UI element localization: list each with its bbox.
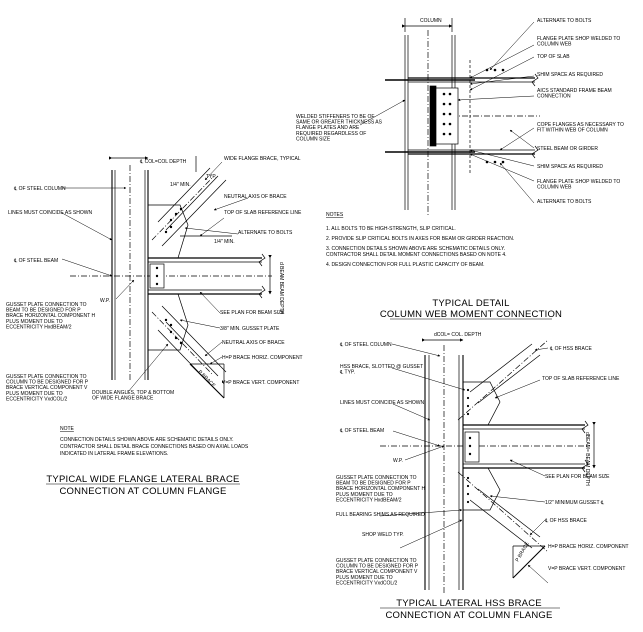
wf-note-1: CONNECTION DETAILS SHOWN ABOVE ARE SCHEM… xyxy=(60,437,233,443)
web-bolt-grid xyxy=(442,68,505,164)
wf-label-top-slab: TOP OF SLAB REFERENCE LINE xyxy=(224,210,302,216)
web-moment-detail xyxy=(385,18,540,215)
wf-label-cl-beam: ℄ OF STEEL BEAM xyxy=(13,258,58,264)
wf-note-2: CONTRACTOR SHALL DETAIL BRACE CONNECTION… xyxy=(60,444,249,450)
web-labels: COLUMN ALTERNATE TO BOLTS FLANGE PLATE S… xyxy=(296,18,624,205)
label-shim-1: SHIM SPACE AS REQUIRED xyxy=(537,72,603,78)
wf-note-3: INDICATED IN LATERAL FRAME ELEVATIONS. xyxy=(60,451,168,457)
wf-notes: NOTE CONNECTION DETAILS SHOWN ABOVE ARE … xyxy=(60,426,249,457)
label-shim-2: SHIM SPACE AS REQUIRED xyxy=(537,164,603,170)
label-column: COLUMN xyxy=(420,18,442,24)
note-3a: 3. CONNECTION DETAILS SHOWN ABOVE ARE SC… xyxy=(326,246,505,252)
wf-label-col-depth: ℄ COL=COL DEPTH xyxy=(139,159,187,165)
hss-title-2: CONNECTION AT COLUMN FLANGE xyxy=(385,610,552,621)
note-2: 2. PROVIDE SLIP CRITICAL BOLTS IN AXES F… xyxy=(326,236,514,242)
hss-labels: dCOL= COL. DEPTH ℄ OF HSS BRACE ℄ OF STE… xyxy=(336,332,629,586)
hss-label-cl-hss: ℄ OF HSS BRACE xyxy=(549,346,592,352)
hss-label-shims: FULL BEARING SHIMS AS REQUIRED xyxy=(336,512,425,518)
web-title-2: COLUMN WEB MOMENT CONNECTION xyxy=(380,309,562,320)
wf-label-cl-col: ℄ OF STEEL COLUMN xyxy=(13,186,66,192)
wf-label-wide-flange: WIDE FLANGE BRACE, TYPICAL xyxy=(224,156,301,162)
hss-label-h-brace: H=P BRACE HORIZ. COMPONENT xyxy=(548,544,629,550)
hss-label-hss-slotted: HSS BRACE, SLOTTED @ GUSSET℄ TYP. xyxy=(339,364,423,376)
web-leaders xyxy=(359,21,535,204)
notes-heading: NOTES xyxy=(326,212,344,218)
wf-label-lines-coincide: LINES MUST COINCIDE AS SHOWN xyxy=(8,210,92,216)
wf-label-gusset-3-8: 3/8" MIN. GUSSET PLATE xyxy=(220,326,280,332)
wf-label-typ: TYP. xyxy=(206,174,216,180)
hss-brace-detail xyxy=(380,338,596,595)
hss-label-p-brace: P BRACE xyxy=(515,540,531,563)
hss-label-shop-weld: SHOP WELD TYP. xyxy=(362,532,404,538)
hss-label-cl-col: ℄ OF STEEL COLUMN xyxy=(339,342,392,348)
hss-label-cl-hss-2: ℄ OF HSS BRACE xyxy=(544,518,587,524)
wf-title-1: TYPICAL WIDE FLANGE LATERAL BRACE xyxy=(46,474,239,485)
hss-label-col-depth: dCOL= COL. DEPTH xyxy=(434,332,482,338)
label-top-slab: TOP OF SLAB xyxy=(537,54,570,60)
label-steel-beam: STEEL BEAM OR GIRDER xyxy=(537,146,598,152)
hss-label-cl-beam: ℄ OF STEEL BEAM xyxy=(339,428,384,434)
wf-label-neutral-axis: NEUTRAL AXIS OF BRACE xyxy=(224,194,287,200)
wf-label-min-2: 1/4" MIN. xyxy=(214,239,235,245)
wf-leaders xyxy=(61,161,249,393)
hss-label-v-brace: V=P BRACE VERT. COMPONENT xyxy=(548,566,625,572)
wf-label-neutral-axis-2: NEUTRAL AXIS OF BRACE xyxy=(222,340,285,346)
web-notes: NOTES 1. ALL BOLTS TO BE HIGH-STRENGTH, … xyxy=(326,212,514,268)
hss-label-see-plan: SEE PLAN FOR BEAM SIZE xyxy=(545,474,610,480)
hss-bolts xyxy=(466,388,472,504)
hss-label-half-min: 1/2" MINIMUM GUSSET ℄ xyxy=(545,500,605,506)
wf-label-v-brace: V=P BRACE VERT. COMPONENT xyxy=(222,380,299,386)
hss-label-wp: W.P. xyxy=(393,458,403,464)
hss-label-lines-coincide: LINES MUST COINCIDE AS SHOWN xyxy=(340,400,424,406)
wf-label-alt-bolts: ALTERNATE TO BOLTS xyxy=(238,230,293,236)
note-3b: CONTRACTOR SHALL DETAIL MOMENT CONNECTIO… xyxy=(326,252,507,258)
wf-label-see-plan: SEE PLAN FOR BEAM SIZE xyxy=(220,310,285,316)
wf-brace-detail xyxy=(70,156,272,399)
label-alt-bolts: ALTERNATE TO BOLTS xyxy=(537,18,592,24)
wf-label-h-brace: H=P BRACE HORIZ. COMPONENT xyxy=(222,355,303,361)
wf-label-wp: W.P. xyxy=(100,298,110,304)
web-title-1: TYPICAL DETAIL xyxy=(432,298,509,309)
wf-label-p-brace: P BRACE xyxy=(197,369,217,389)
hss-leaders xyxy=(379,343,549,584)
note-1: 1. ALL BOLTS TO BE HIGH-STRENGTH, SLIP C… xyxy=(326,226,456,232)
label-alt-bolts-2: ALTERNATE TO BOLTS xyxy=(537,199,592,205)
note-4: 4. DESIGN CONNECTION FOR FULL PLASTIC CA… xyxy=(326,262,485,268)
wf-title-2: CONNECTION AT COLUMN FLANGE xyxy=(59,486,226,497)
wf-note-heading: NOTE xyxy=(60,426,75,432)
wf-label-d-beam: d BEAM BEAM DEPTH xyxy=(278,262,284,315)
hss-label-top-slab: TOP OF SLAB REFERENCE LINE xyxy=(542,376,620,382)
hss-label-d-beam: dBEAM= BEAM DEPTH xyxy=(584,432,590,486)
wf-bolts xyxy=(155,207,183,345)
hss-title-1: TYPICAL LATERAL HSS BRACE xyxy=(396,598,542,609)
wf-label-min: 1/4" MIN. xyxy=(170,182,191,188)
